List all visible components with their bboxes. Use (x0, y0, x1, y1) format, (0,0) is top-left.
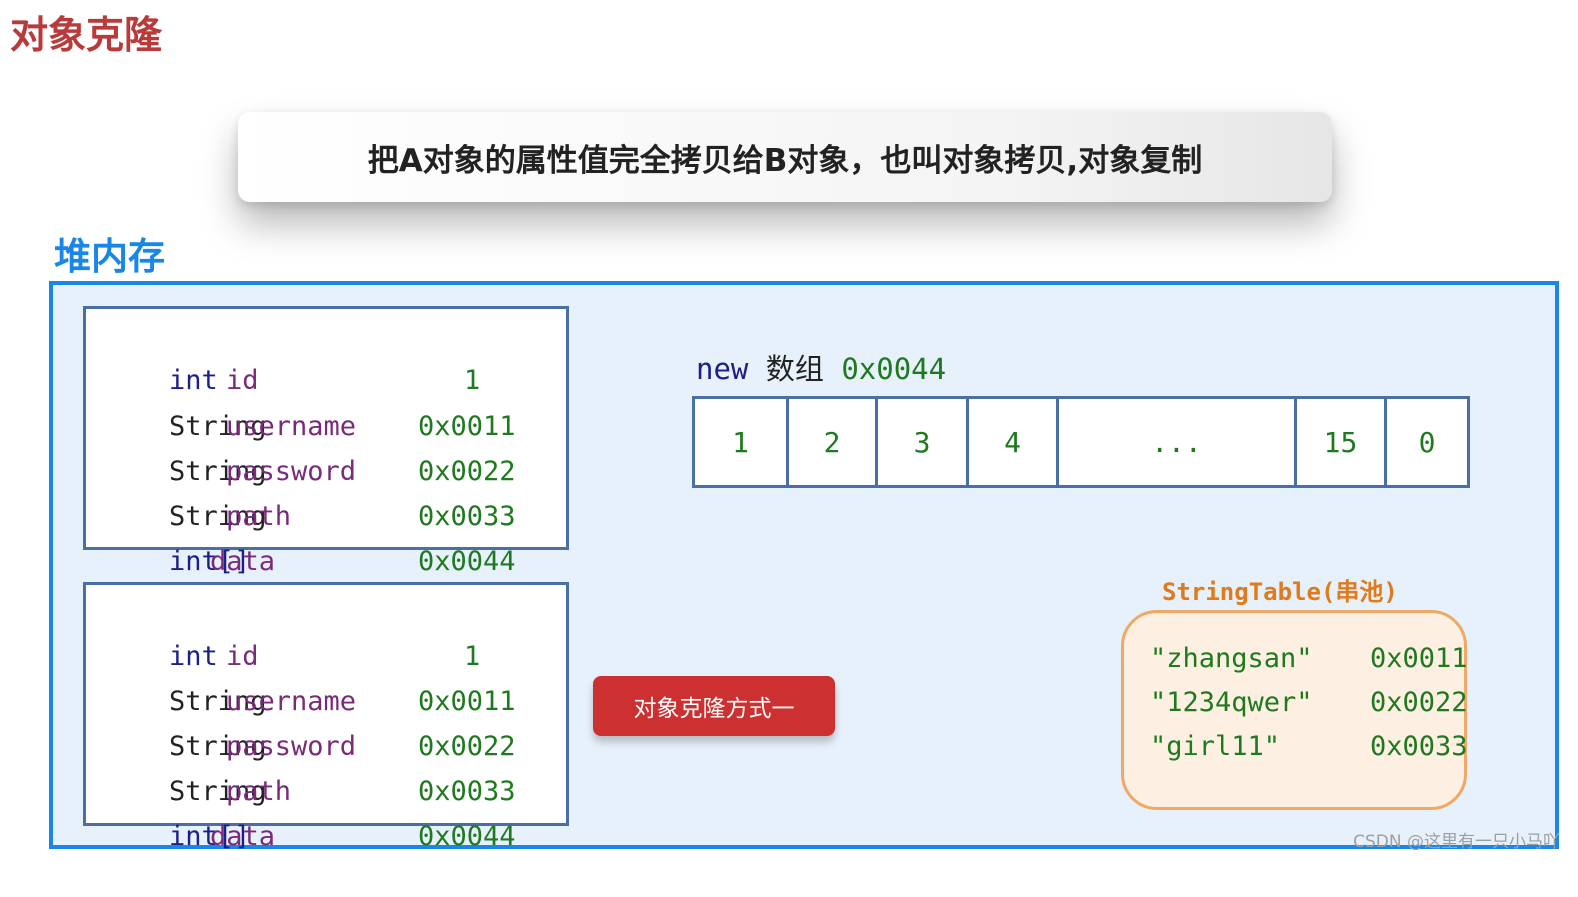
pool-string: "girl11" (1150, 731, 1281, 762)
field-value: 1 (464, 641, 481, 672)
pool-entry: "zhangsan" 0x0011 (1150, 643, 1468, 674)
pool-string: "zhangsan" (1150, 643, 1313, 674)
array-cell: 3 (878, 399, 969, 485)
field-name: id (226, 365, 259, 396)
field-value: 0x0022 (418, 456, 516, 487)
page-title: 对象克隆 (10, 13, 163, 57)
array-cell: 0 (1418, 425, 1436, 459)
field-row-data: int[]data 0x0044 (104, 777, 516, 852)
field-type: String (169, 411, 267, 442)
field-value: 0x0022 (418, 731, 516, 762)
array-new-keyword: new (696, 352, 749, 386)
field-type: int (169, 365, 218, 396)
array-box: 1 2 3 4 ... 15 0 (692, 396, 1470, 488)
field-name: password (226, 456, 357, 487)
heap-label: 堆内存 (54, 235, 165, 278)
field-type: String (169, 731, 267, 762)
pool-entry: "1234qwer" 0x0022 (1150, 687, 1468, 718)
pool-string: "1234qwer" (1150, 687, 1313, 718)
pool-address: 0x0011 (1370, 643, 1468, 674)
field-value: 0x0011 (418, 686, 516, 717)
field-value: 0x0044 (418, 546, 516, 577)
array-cell: 1 (695, 399, 789, 485)
string-pool-box: "zhangsan" 0x0011 "1234qwer" 0x0022 "girl1… (1121, 610, 1468, 810)
field-name: username (226, 411, 357, 442)
field-name: path (226, 501, 292, 532)
array-label: new 数组 0x0044 (696, 346, 946, 388)
field-name: data (210, 821, 276, 852)
watermark: CSDN @这里有一只小马吖 (1353, 832, 1560, 852)
field-type: String (169, 686, 267, 717)
field-value: 0x0044 (418, 821, 516, 852)
clone-method-button[interactable]: 对象克隆方式一 (593, 676, 835, 736)
definition-banner: 把A对象的属性值完全拷贝给B对象，也叫对象拷贝,对象复制 (238, 112, 1332, 202)
array-cell: 2 (789, 399, 878, 485)
field-name: id (226, 641, 259, 672)
string-table-label: StringTable(串池) (1162, 578, 1398, 606)
field-name: username (226, 686, 357, 717)
field-type: int[] (169, 821, 251, 852)
array-cell: 15 (1297, 399, 1387, 485)
pool-address: 0x0033 (1370, 731, 1468, 762)
array-address: 0x0044 (841, 352, 947, 386)
array-cell: ... (1059, 399, 1297, 485)
field-type: int[] (169, 546, 251, 577)
field-name: path (226, 776, 292, 807)
pool-entry: "girl11" 0x0033 (1150, 731, 1468, 762)
pool-address: 0x0022 (1370, 687, 1468, 718)
field-value: 0x0033 (418, 776, 516, 807)
field-value: 1 (464, 365, 481, 396)
field-type: String (169, 501, 267, 532)
field-name: password (226, 731, 357, 762)
field-name: data (210, 546, 276, 577)
field-value: 0x0033 (418, 501, 516, 532)
field-type: int (169, 641, 218, 672)
field-type: String (169, 776, 267, 807)
field-type: String (169, 456, 267, 487)
field-row-data: int[]data 0x0044 (104, 502, 516, 577)
array-cell: 4 (969, 399, 1059, 485)
field-value: 0x0011 (418, 411, 516, 442)
array-name: 数组 (765, 352, 824, 386)
